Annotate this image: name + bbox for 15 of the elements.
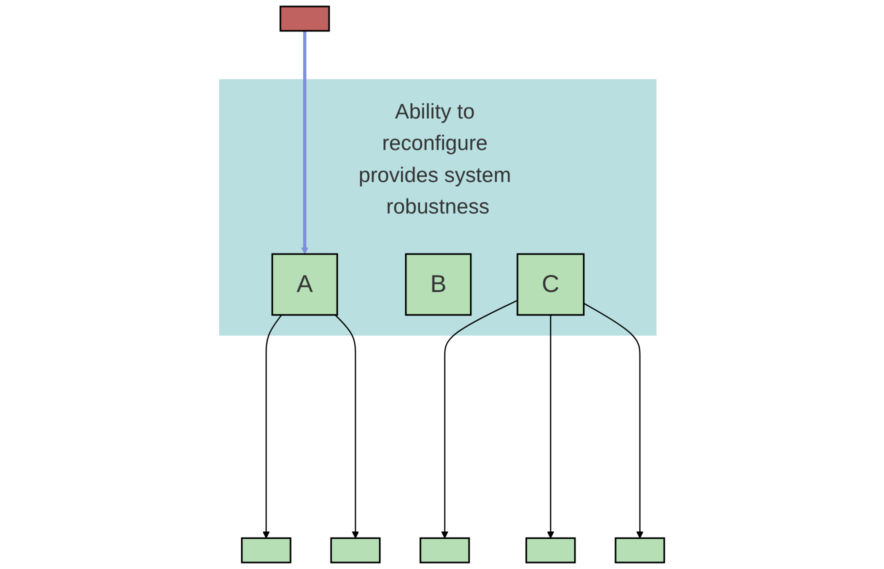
node-box: B [405,253,472,316]
arrow [547,314,554,538]
arrow [584,302,644,538]
node-box [241,537,292,564]
arrow [262,314,282,538]
node-box [280,6,330,32]
node-box [614,537,666,564]
arrow [441,300,518,538]
node-box [330,537,381,564]
node-box: C [516,253,585,316]
arrow [334,314,360,538]
arrow [301,30,308,254]
node-box [526,537,576,564]
node-box: A [272,253,338,316]
node-box [420,537,470,564]
